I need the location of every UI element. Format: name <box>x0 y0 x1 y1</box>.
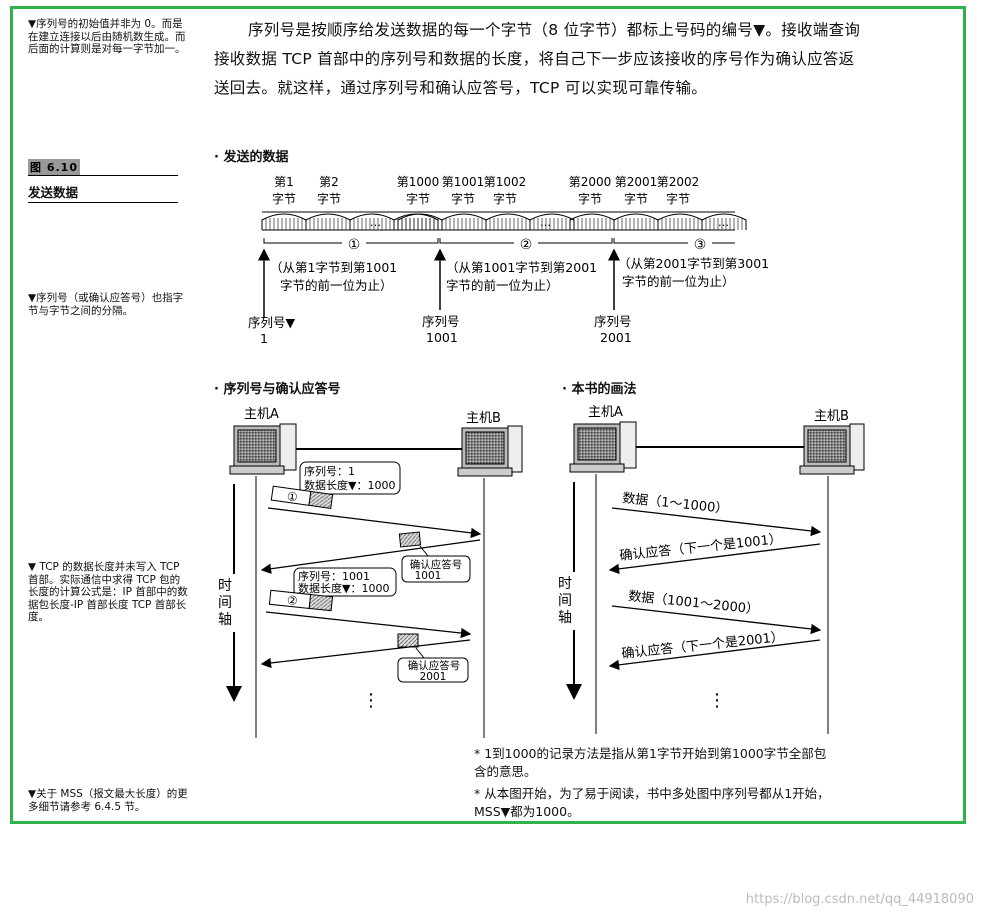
byte-cell <box>701 213 747 230</box>
byte-cell <box>613 213 659 230</box>
segment-2-desc-line2: 字节的前一位为止） <box>446 278 559 293</box>
strip-ellipsis-3: … <box>718 216 729 229</box>
strip-ellipsis-2: … <box>540 216 551 229</box>
segment-1-desc-line2: 字节的前一位为止） <box>280 278 393 293</box>
packet2-len: 数据长度▼：1000 <box>298 581 389 595</box>
left-time-axis-2: 间 <box>218 595 232 611</box>
right-time-axis-1: 时 <box>558 576 572 592</box>
ack2-value: 2001 <box>420 671 447 683</box>
segment-1-num: ① <box>348 237 361 253</box>
byte-cell <box>397 213 443 230</box>
byte-cell <box>441 213 487 230</box>
segment-2-desc-line1: （从第1001字节到第2001 <box>446 260 597 275</box>
figure-badge: 图 6.10 <box>28 159 80 175</box>
left-host-b-computer-icon <box>457 425 523 477</box>
ack1-label: 确认应答号 <box>410 558 463 571</box>
segment-3-desc-line1: （从第2001字节到第3001 <box>618 256 769 271</box>
section-seq-ack: · 序列号与确认应答号 <box>214 382 341 397</box>
seq-marker-1001-label: 序列号 <box>422 314 460 329</box>
byte-cell <box>485 213 531 230</box>
byte-cell <box>529 213 575 230</box>
byte-label-1001-num: 第1001 <box>442 175 485 189</box>
right-diagram: 主机A 主机B 时 间 轴 数据（1～1000） 确认应答（下一个是1001） … <box>554 405 865 734</box>
footnote-1: * 1到1000的记录方法是指从第1字节开始到第1000字节全部包含的意思。 <box>474 746 827 779</box>
byte-label-1000-unit: 字节 <box>406 191 430 206</box>
figure-rule-top <box>28 175 178 176</box>
packet1-len: 数据长度▼：1000 <box>304 478 395 492</box>
byte-label-1-num: 第1 <box>274 175 294 189</box>
byte-label-1-unit: 字节 <box>272 191 296 206</box>
byte-cells <box>261 213 747 230</box>
segment-3-desc-line2: 字节的前一位为止） <box>622 274 735 289</box>
byte-label-1000-num: 第1000 <box>397 175 440 189</box>
byte-strip: … … … <box>261 211 747 244</box>
seq-marker-1001: 序列号 1001 <box>422 248 460 345</box>
packet2-seq: 序列号：1001 <box>298 569 370 583</box>
byte-label-2001-unit: 字节 <box>624 191 648 206</box>
right-time-axis-2: 间 <box>558 593 572 609</box>
segment-3-num: ③ <box>694 237 707 253</box>
packet1-num: ① <box>286 489 299 504</box>
side-note-mss: ▼关于 MSS（报文最大长度）的更多细节请参考 6.4.5 节。 <box>28 788 188 813</box>
right-host-b-computer-icon <box>799 423 865 475</box>
seq-marker-2001-value: 2001 <box>600 330 632 345</box>
left-host-a-computer-icon <box>229 423 297 475</box>
byte-label-1002-num: 第1002 <box>484 175 527 189</box>
byte-label-1002-unit: 字节 <box>493 191 517 206</box>
seq-marker-1: 序列号▼ 1 <box>248 248 296 346</box>
ack1-value: 1001 <box>415 570 442 582</box>
figure-title: 发送数据 <box>28 185 79 200</box>
left-time-axis-3: 轴 <box>218 612 232 628</box>
seq-marker-1001-value: 1001 <box>426 330 458 345</box>
left-host-a-label: 主机A <box>244 407 279 422</box>
right-arrow-data-1: 数据（1～1000） <box>622 491 729 517</box>
left-host-b-label: 主机B <box>466 411 501 426</box>
watermark: https://blog.csdn.net/qq_44918090 <box>745 892 974 907</box>
strip-ellipsis-1: … <box>370 216 381 229</box>
left-dots-a: ⋮ <box>362 690 380 711</box>
ack2-label: 确认应答号 <box>408 659 461 672</box>
side-note-tcp-length: ▼ TCP 的数据长度并未写入 TCP 首部。实际通信中求得 TCP 包的长度的… <box>28 561 188 623</box>
figure-rule-bottom <box>28 202 178 203</box>
byte-label-2002-unit: 字节 <box>666 191 690 206</box>
packet1-seq: 序列号：1 <box>304 464 355 478</box>
byte-label-2-unit: 字节 <box>317 191 341 206</box>
byte-label-1001-unit: 字节 <box>451 191 475 206</box>
seq-marker-1-value: 1 <box>260 331 268 346</box>
seq-marker-2001: 序列号 2001 <box>594 248 632 345</box>
byte-labels: 第1 字节 第2 字节 第1000 字节 第1001 字节 第1002 字节 第… <box>272 175 699 206</box>
segment-1-desc-line1: （从第1字节到第1001 <box>270 260 397 275</box>
figure-frame <box>10 6 966 824</box>
segment-2-num: ② <box>520 237 533 253</box>
right-time-axis-3: 轴 <box>558 610 572 626</box>
packet2-num: ② <box>286 593 298 608</box>
seq-marker-2001-label: 序列号 <box>594 314 632 329</box>
byte-label-2001-num: 第2001 <box>615 175 658 189</box>
right-host-a-computer-icon <box>569 421 637 473</box>
section-book-style: · 本书的画法 <box>562 382 637 397</box>
right-arrow-data-2: 数据（1001～2000） <box>628 589 760 618</box>
section-sent-data: · 发送的数据 <box>214 150 289 165</box>
body-paragraph: 序列号是按顺序给发送数据的每一个字节（8 位字节）都标上号码的编号▼。接收端查询… <box>214 21 861 97</box>
right-arrow-ack-2: 确认应答（下一个是2001） <box>621 629 785 662</box>
left-time-axis-1: 时 <box>218 578 232 594</box>
seq-marker-1-label: 序列号▼ <box>248 315 296 330</box>
byte-label-2002-num: 第2002 <box>657 175 700 189</box>
byte-cell <box>393 213 439 230</box>
side-note-seq-boundary: ▼序列号（或确认应答号）也指字节与字节之间的分隔。 <box>28 292 184 317</box>
byte-cell <box>305 213 351 230</box>
byte-label-2000-unit: 字节 <box>578 191 602 206</box>
side-note-initial-seq: ▼序列号的初始值并非为 0。而是在建立连接以后由随机数生成。而后面的计算则是对每… <box>28 18 186 55</box>
right-host-b-label: 主机B <box>814 409 849 424</box>
byte-cell <box>657 213 703 230</box>
right-host-a-label: 主机A <box>588 405 623 420</box>
byte-cell <box>569 213 615 230</box>
byte-label-2000-num: 第2000 <box>569 175 612 189</box>
footnote-2: * 从本图开始，为了易于阅读，书中多处图中序列号都从1开始，MSS▼都为1000… <box>474 786 830 819</box>
right-dots: ⋮ <box>708 690 726 711</box>
left-diagram: 主机A 主机B 时 间 轴 序列号：1 数据长度▼：1000 <box>214 407 523 738</box>
byte-cell <box>261 213 307 230</box>
byte-label-2-num: 第2 <box>319 175 339 189</box>
